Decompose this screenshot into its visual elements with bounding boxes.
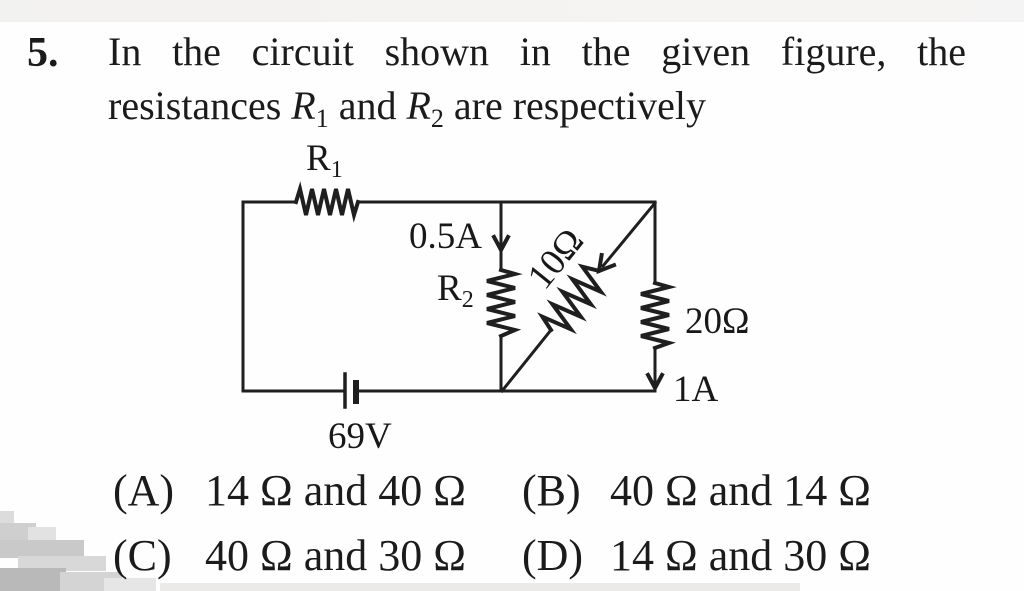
variable-r1-subscript: 1 [315,104,329,133]
question-line2-mid: and [328,83,407,128]
scan-artifact [0,568,66,591]
scan-artifact [0,511,14,525]
resistor-r2-symbol [486,267,523,339]
scan-artifact [104,578,156,591]
resistor-r1-symbol [293,181,361,223]
scan-noise-band [0,0,1024,22]
resistor-10ohm-symbol [537,263,607,335]
option-a-text: 14 Ω and 40 Ω [205,466,466,515]
label-battery-voltage: 69V [328,416,392,457]
option-a[interactable]: (A) 14 Ω and 40 Ω [113,466,493,518]
option-d[interactable]: (D) 14 Ω and 30 Ω [522,531,902,583]
label-r2-base: R [437,268,462,309]
scan-artifact [0,523,36,541]
option-c-text: 40 Ω and 30 Ω [205,531,466,580]
option-b[interactable]: (B) 40 Ω and 14 Ω [522,466,902,518]
scan-artifact [0,540,84,558]
question-number: 5. [27,30,59,76]
option-c-label: (C) [113,531,172,580]
scan-artifact [160,583,800,591]
resistor-20ohm-symbol [640,280,677,351]
option-b-label: (B) [522,466,581,515]
label-r1-base: R [306,138,331,179]
option-a-label: (A) [113,466,175,515]
label-r2-subscript: 2 [461,287,474,313]
option-d-label: (D) [522,531,584,580]
label-right-resistor: 20Ω [685,301,750,342]
variable-r2: R [406,83,431,128]
question-text-line1: In the circuit shown in the given figure… [108,29,966,74]
option-d-text: 14 Ω and 30 Ω [610,531,871,580]
scan-artifact [28,527,56,543]
option-c[interactable]: (C) 40 Ω and 30 Ω [113,531,493,583]
label-current-right: 1A [673,369,719,410]
question-line2-post: are respectively [443,83,706,128]
current-arrow-1A [645,372,665,393]
diagonal-arrowhead [596,252,617,275]
current-arrow-0.5A [491,234,511,255]
label-r1: R1 [306,138,343,182]
option-b-text: 40 Ω and 14 Ω [610,466,871,515]
wire-diagonal-lower [499,327,554,394]
scan-artifact [18,556,106,571]
question-text-line2: resistances R1 and R2 are respectively [108,83,706,132]
label-current-middle: 0.5A [409,216,482,257]
variable-r2-subscript: 2 [430,104,444,133]
wire-diagonal-upper [600,200,658,269]
label-r2: R2 [437,268,474,312]
question-line2-pre: resistances [108,83,292,128]
label-r1-subscript: 1 [330,157,343,183]
variable-r1: R [291,83,316,128]
